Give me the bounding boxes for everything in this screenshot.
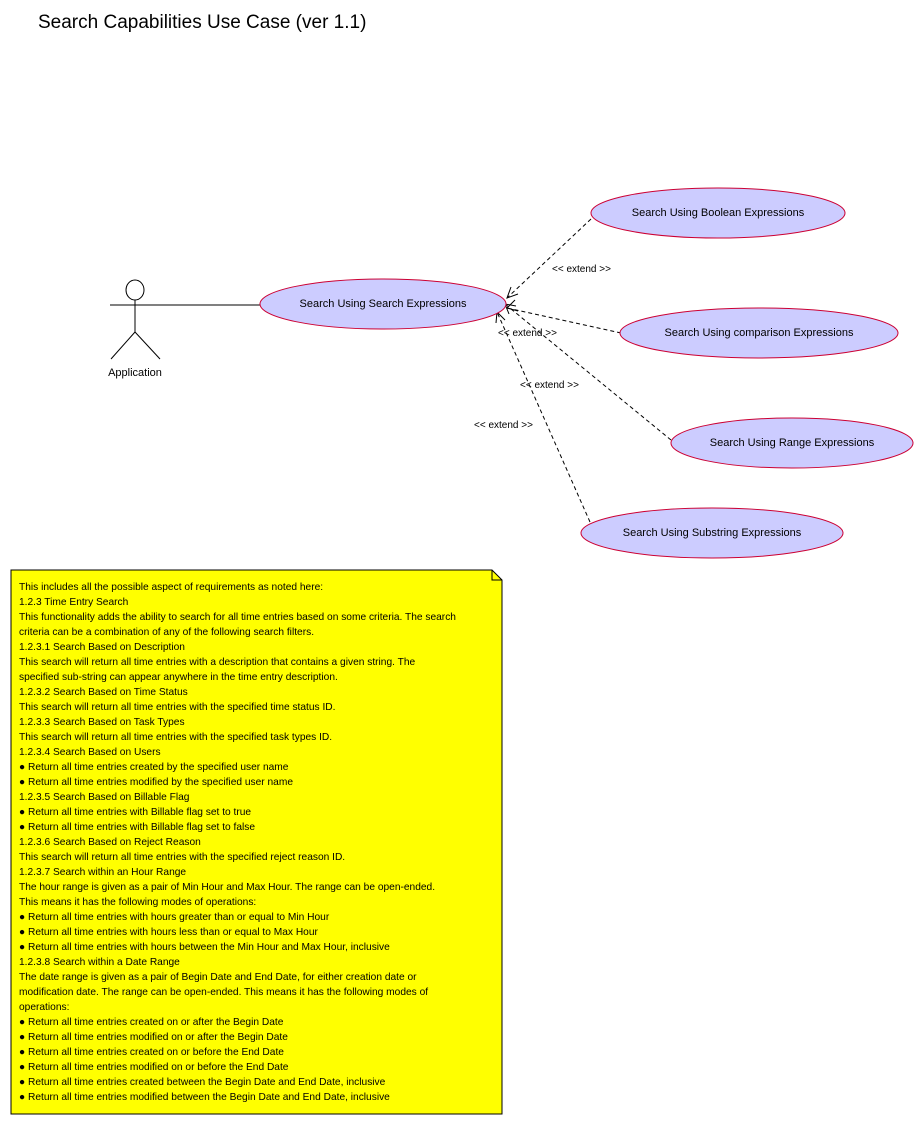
note-fold-corner	[491, 570, 502, 581]
note-line: This search will return all time entries…	[19, 702, 336, 713]
note-line: 1.2.3.6 Search Based on Reject Reason	[19, 837, 201, 848]
note-line: 1.2.3.7 Search within an Hour Range	[19, 867, 187, 878]
use-case-comparison-label: Search Using comparison Expressions	[665, 327, 854, 339]
note-line: ● Return all time entries created by the…	[19, 762, 289, 773]
use-case-main-label: Search Using Search Expressions	[300, 298, 467, 310]
note-line: specified sub-string can appear anywhere…	[19, 672, 338, 683]
extend-line-substring	[496, 311, 591, 523]
note-line: modification date. The range can be open…	[19, 987, 429, 998]
use-case-boolean-label: Search Using Boolean Expressions	[632, 207, 805, 219]
actor-label: Application	[108, 367, 162, 379]
use-case-range[interactable]: Search Using Range Expressions	[670, 417, 914, 469]
note-line: 1.2.3.3 Search Based on Task Types	[19, 717, 185, 728]
note-line: ● Return all time entries with hours bet…	[19, 942, 390, 953]
note-line: This includes all the possible aspect of…	[19, 582, 324, 593]
note-line: The date range is given as a pair of Beg…	[19, 972, 417, 983]
use-case-substring-label: Search Using Substring Expressions	[623, 527, 802, 539]
extend-arrowhead-boolean	[506, 286, 519, 299]
extend-label-boolean: << extend >>	[552, 264, 611, 275]
use-case-comparison[interactable]: Search Using comparison Expressions	[619, 307, 899, 359]
actor-left-leg	[110, 331, 136, 360]
note-line: This means it has the following modes of…	[19, 897, 257, 908]
note-line: ● Return all time entries created on or …	[19, 1017, 284, 1028]
actor-right-leg	[134, 331, 161, 360]
extend-label-comparison: << extend >>	[498, 328, 557, 339]
note-line: ● Return all time entries with Billable …	[19, 822, 256, 833]
actor-application[interactable]	[110, 279, 161, 360]
extend-line-boolean	[506, 218, 592, 299]
use-case-main[interactable]: Search Using Search Expressions	[259, 278, 507, 330]
note-line: The hour range is given as a pair of Min…	[19, 882, 436, 893]
actor-head	[125, 279, 145, 301]
note-text: This includes all the possible aspect of…	[19, 580, 499, 1105]
note-line: operations:	[19, 1002, 70, 1013]
note-line: 1.2.3.8 Search within a Date Range	[19, 957, 180, 968]
extend-label-range: << extend >>	[520, 380, 579, 391]
note-line: 1.2.3.5 Search Based on Billable Flag	[19, 792, 190, 803]
note-line: ● Return all time entries created betwee…	[19, 1077, 386, 1088]
note-line: ● Return all time entries created on or …	[19, 1047, 284, 1058]
note-line: criteria can be a combination of any of …	[19, 627, 315, 638]
diagram-title: Search Capabilities Use Case (ver 1.1)	[38, 12, 367, 33]
note-line: This functionality adds the ability to s…	[19, 612, 456, 623]
note-line: ● Return all time entries modified by th…	[19, 777, 293, 788]
note-line: ● Return all time entries with hours gre…	[19, 912, 330, 923]
requirements-note[interactable]	[10, 569, 503, 1115]
use-case-range-label: Search Using Range Expressions	[710, 437, 875, 449]
note-line: ● Return all time entries with Billable …	[19, 807, 252, 818]
extend-label-substring: << extend >>	[474, 420, 533, 431]
note-line: 1.2.3.1 Search Based on Description	[19, 642, 185, 653]
note-line: 1.2.3 Time Entry Search	[19, 597, 129, 608]
extend-line-comparison	[506, 307, 622, 334]
note-line: 1.2.3.4 Search Based on Users	[19, 747, 161, 758]
note-line: 1.2.3.2 Search Based on Time Status	[19, 687, 188, 698]
use-case-boolean[interactable]: Search Using Boolean Expressions	[590, 187, 846, 239]
note-line: This search will return all time entries…	[19, 657, 416, 668]
note-line: This search will return all time entries…	[19, 852, 346, 863]
use-case-substring[interactable]: Search Using Substring Expressions	[580, 507, 844, 559]
note-line: ● Return all time entries modified on or…	[19, 1032, 288, 1043]
note-line: ● Return all time entries modified on or…	[19, 1062, 289, 1073]
extend-line-range	[504, 303, 672, 441]
note-line: ● Return all time entries with hours les…	[19, 927, 318, 938]
note-line: ● Return all time entries modified betwe…	[19, 1092, 390, 1103]
note-line: This search will return all time entries…	[19, 732, 333, 743]
